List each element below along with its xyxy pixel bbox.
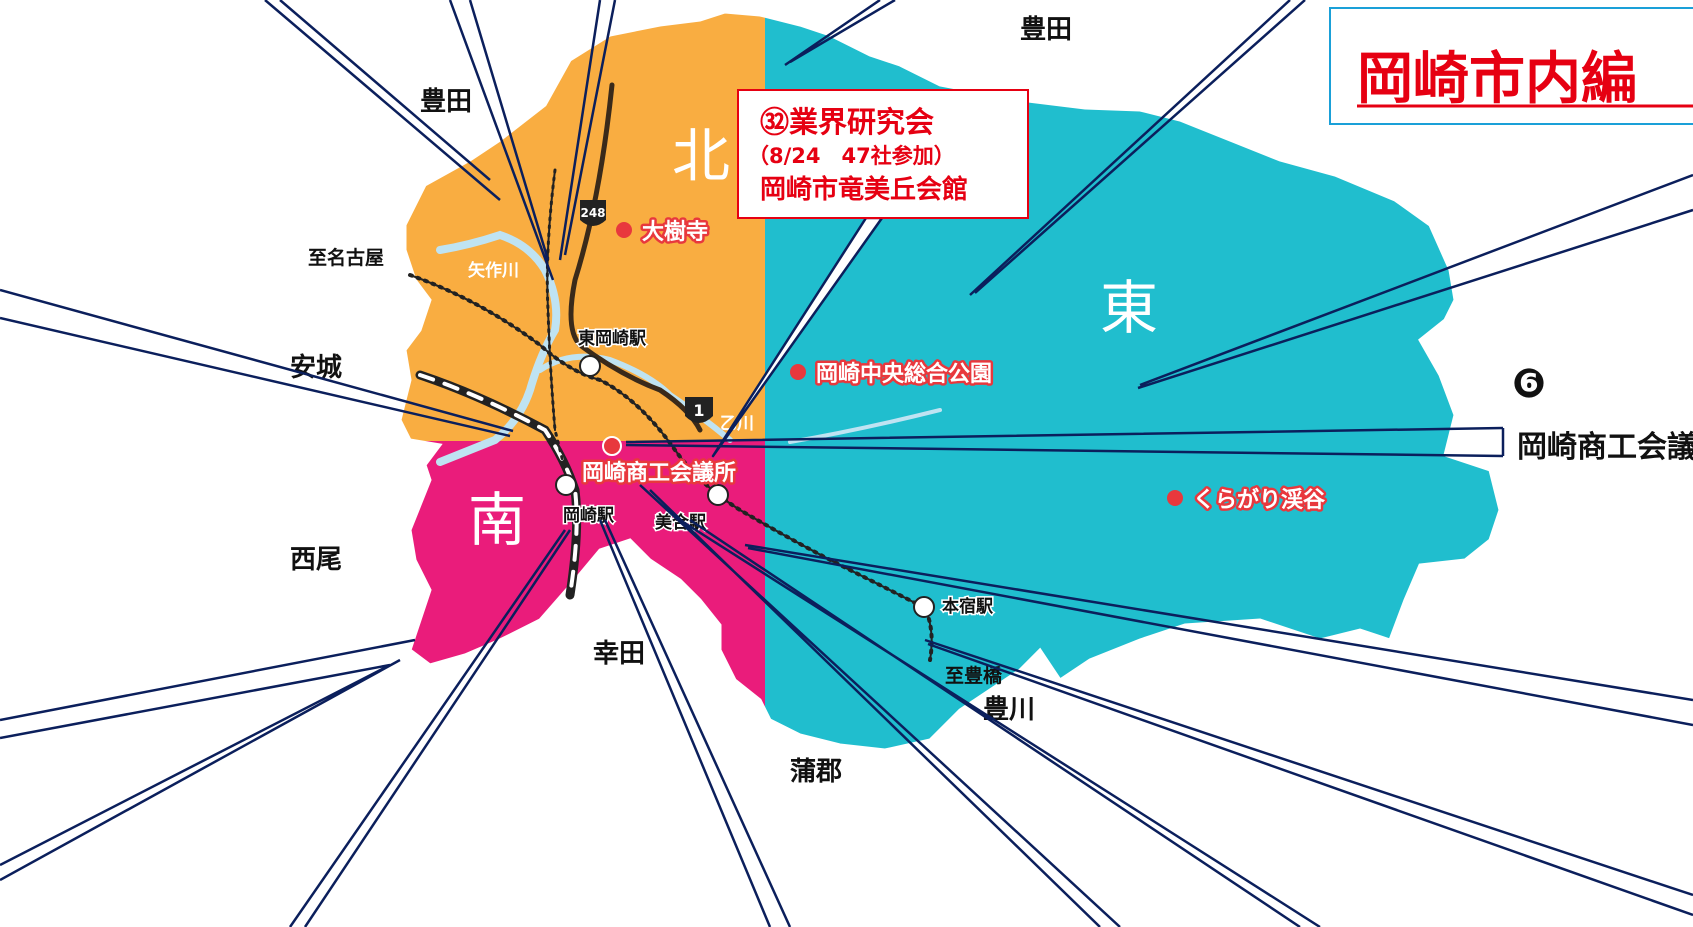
okazaki-station-marker [555,474,577,496]
zone-label-east: 東 [1100,274,1158,342]
city-label-toyota-left: 豊田 [420,87,472,117]
chamber-label: 岡崎商工会議所 [582,460,736,486]
map-title: 岡崎市内編 [1357,47,1637,112]
chuo-park-marker [790,364,806,380]
city-label-gamagori: 蒲郡 [790,757,842,787]
svg-text:1: 1 [693,401,704,420]
chuo-park-label: 岡崎中央総合公園 [816,361,992,387]
event-callout-venue: 岡崎市竜美丘会館 [760,174,968,205]
rail-lines [408,168,934,662]
daijuji-label: 大樹寺 [642,219,708,245]
kuragari-label: くらがり渓谷 [1193,487,1326,513]
annotation-number: ❻ [1512,361,1546,407]
annotation-text: 岡崎商工会議所 [1517,430,1693,465]
event-callout-date: （8/24 47社参加） [748,144,955,168]
zone-label-north: 北 [672,122,730,190]
motojuku-station-marker [913,596,935,618]
city-label-toyohashi: 至豊橋 [945,664,1003,687]
mitsugi-station-marker [707,484,729,506]
daijuji-marker [616,222,632,238]
city-label-toyota-top: 豊田 [1020,15,1072,45]
svg-text:248: 248 [580,206,605,220]
route-1-shield: 1 [685,397,713,423]
pointer-line-chamber [625,426,1505,458]
event-callout: ㉜業界研究会 （8/24 47社参加） 岡崎市竜美丘会館 [711,89,1029,458]
roads [568,82,703,433]
city-label-nagoya: 至名古屋 [308,246,384,269]
city-label-anjo: 安城 [290,353,342,383]
higashi-okazaki-station-label: 東岡崎駅 [578,328,647,349]
zone-label-south: 南 [468,486,526,554]
higashi-okazaki-station-marker [579,355,601,377]
title-box: 岡崎市内編 [1329,7,1693,125]
chamber-marker [602,436,622,456]
route-248-shield: 248 [580,200,606,226]
kuragari-marker [1167,490,1183,506]
event-callout-title: ㉜業界研究会 [760,105,934,139]
motojuku-station-label: 本宿駅 [942,596,994,617]
city-label-nishio: 西尾 [290,545,342,575]
yahagi-river-label: 矢作川 [468,260,519,281]
city-label-kota: 幸田 [593,639,645,669]
